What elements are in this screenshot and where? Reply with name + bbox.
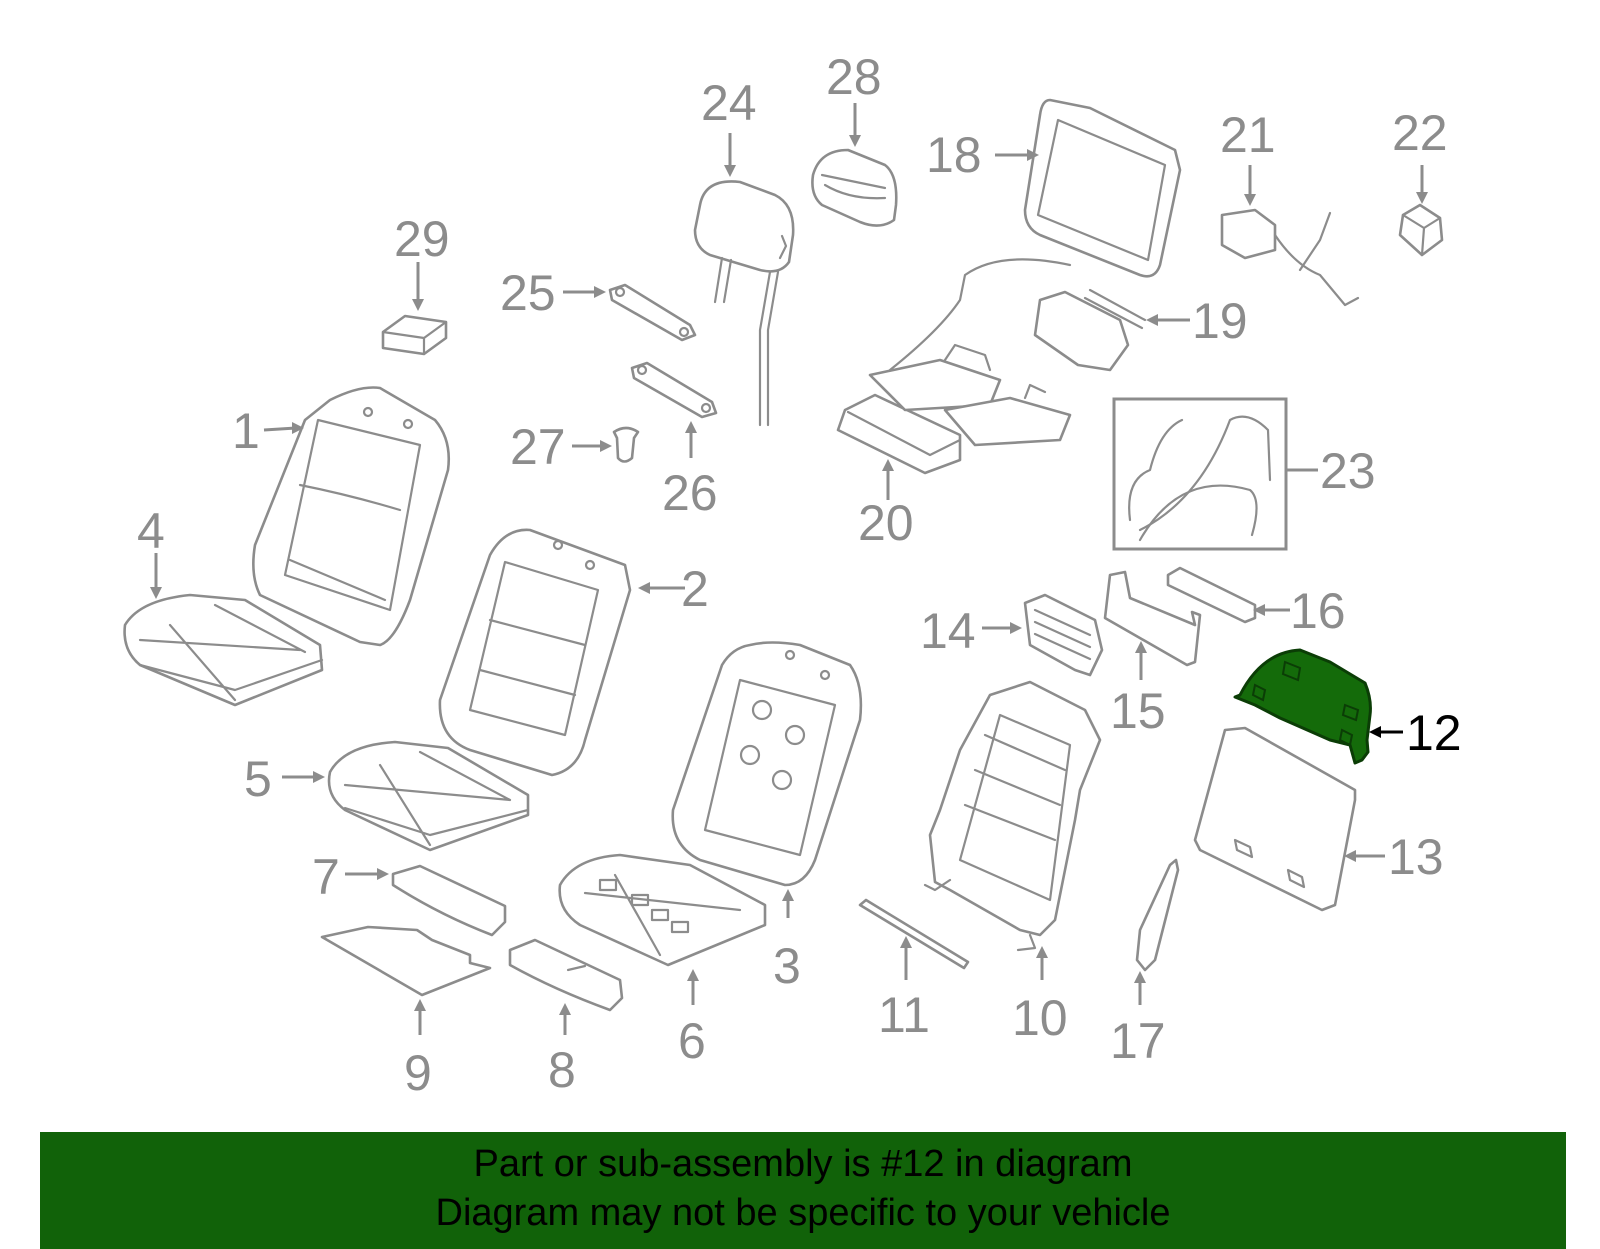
callout-28: 28 (826, 49, 882, 105)
callout-10: 10 (1012, 990, 1068, 1046)
callout-9: 9 (404, 1045, 432, 1101)
part-23[interactable] (1112, 397, 1288, 551)
banner-line-part: Part or sub-assembly is #12 in diagram (473, 1143, 1133, 1185)
part-21[interactable] (1220, 208, 1360, 307)
callout-23: 23 (1320, 443, 1376, 499)
part-22[interactable] (1398, 203, 1444, 257)
part-1[interactable] (252, 386, 450, 647)
callout-18: 18 (926, 127, 982, 183)
part-17[interactable] (1135, 858, 1180, 972)
part-11[interactable] (858, 898, 970, 970)
callout-21: 21 (1220, 107, 1276, 163)
callout-13: 13 (1388, 829, 1444, 885)
part-15[interactable] (1103, 570, 1202, 667)
part-16[interactable] (1166, 566, 1257, 624)
part-13[interactable] (1193, 726, 1357, 912)
part-26[interactable] (630, 361, 718, 419)
callout-24: 24 (701, 75, 757, 131)
part-20[interactable] (836, 258, 1072, 475)
callout-19: 19 (1192, 293, 1248, 349)
callout-2: 2 (681, 561, 709, 617)
callout-3: 3 (773, 938, 801, 994)
part-25[interactable] (608, 283, 697, 342)
callout-17: 17 (1110, 1013, 1166, 1069)
callout-labels: 1 2 3 4 5 6 7 8 9 10 11 12 13 14 15 16 1… (137, 49, 1462, 1101)
callout-26: 26 (662, 465, 718, 521)
callout-20: 20 (858, 495, 914, 551)
callout-6: 6 (678, 1013, 706, 1069)
part-10[interactable] (923, 680, 1102, 952)
callout-27: 27 (510, 419, 566, 475)
part-18[interactable] (1023, 98, 1182, 278)
part-19[interactable] (1033, 288, 1147, 372)
leader-arrows (150, 103, 1428, 1035)
callout-4: 4 (137, 503, 165, 559)
part-28[interactable] (811, 148, 898, 227)
part-24[interactable] (693, 180, 795, 427)
callout-15: 15 (1110, 683, 1166, 739)
callout-8: 8 (548, 1042, 576, 1098)
callout-11: 11 (878, 987, 930, 1043)
part-14[interactable] (1023, 593, 1104, 677)
callout-22: 22 (1392, 105, 1448, 161)
part-2[interactable] (438, 528, 632, 777)
part-6[interactable] (558, 853, 767, 967)
banner-line-disclaimer: Diagram may not be specific to your vehi… (435, 1192, 1171, 1234)
callout-16: 16 (1290, 583, 1346, 639)
part-7[interactable] (391, 864, 507, 937)
part-27[interactable] (612, 426, 640, 463)
callout-14: 14 (920, 603, 976, 659)
callout-12: 12 (1406, 705, 1462, 761)
callout-5: 5 (244, 751, 272, 807)
callout-1: 1 (232, 403, 260, 459)
part-4[interactable] (123, 593, 324, 707)
callout-29: 29 (394, 211, 450, 267)
part-8[interactable] (508, 938, 624, 1012)
part-12-highlighted[interactable] (1233, 648, 1372, 765)
part-3[interactable] (671, 641, 863, 887)
callout-7: 7 (312, 849, 340, 905)
part-9[interactable] (320, 925, 492, 997)
info-banner: Part or sub-assembly is #12 in diagram D… (40, 1132, 1566, 1249)
part-29[interactable] (381, 314, 448, 356)
callout-25: 25 (500, 265, 556, 321)
part-5[interactable] (327, 740, 530, 852)
